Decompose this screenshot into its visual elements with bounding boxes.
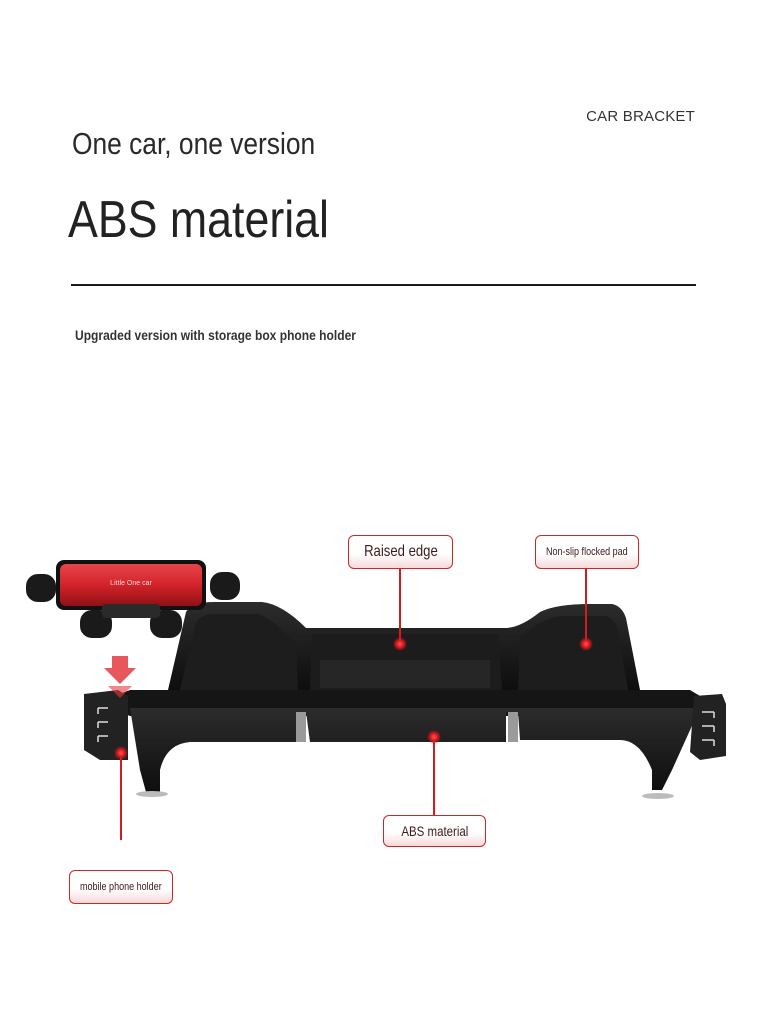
phone-holder: Little One car [26, 560, 240, 638]
callout-abs-material: ABS material [383, 815, 486, 847]
callout-phone-holder: mobile phone holder [69, 870, 173, 904]
callout-non-slip-pad: Non-slip flocked pad [535, 535, 639, 569]
divider-rule [71, 284, 696, 286]
callout-raised-edge: Raised edge [348, 535, 453, 569]
arrow-down-icon [104, 656, 136, 698]
storage-box [84, 602, 726, 799]
headline-heading: ABS material [68, 191, 329, 249]
subtitle-text: Upgraded version with storage box phone … [75, 327, 356, 343]
callout-leaders [120, 567, 587, 840]
holder-brand-text: Little One car [110, 580, 152, 587]
brand-label: CAR BRACKET [586, 108, 695, 125]
callout-dots [114, 637, 593, 760]
product-illustration: Little One car [26, 560, 726, 840]
tagline-heading: One car, one version [72, 126, 316, 161]
